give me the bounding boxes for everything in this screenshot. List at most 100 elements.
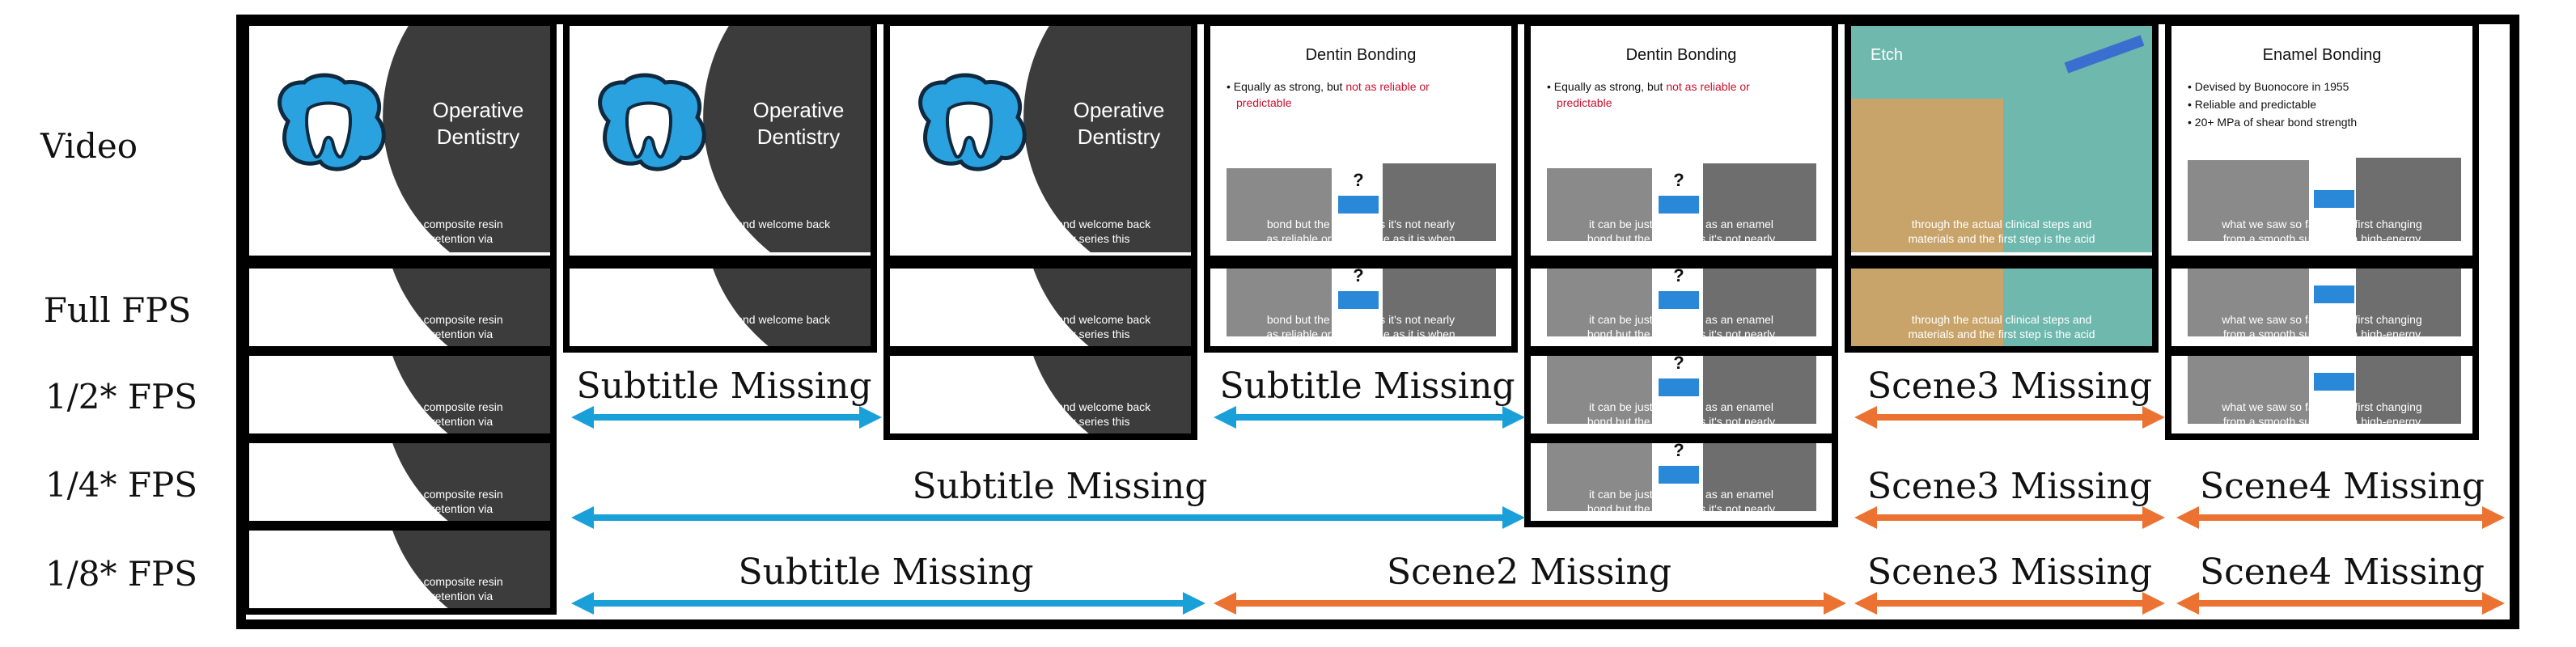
subtitle-line1: bond but the problem is it's not nearly (1267, 218, 1455, 230)
sem-image-right (1703, 354, 1816, 424)
etch-photo (1849, 267, 2003, 348)
frame-row0-col3: Dentin Bonding• Equally as strong, but n… (1209, 24, 1513, 252)
subtitle-line1: hey everyone Ryan here and welcome back (610, 313, 831, 326)
subtitle-line2: bond but the problem is it's not nearly (1587, 328, 1775, 340)
frame-border (1204, 262, 1518, 353)
slide-title: Enamel Bonding (2263, 46, 2382, 64)
arrow-head-left-icon (1854, 406, 1877, 429)
frame-border (883, 349, 1197, 440)
frame-border (243, 19, 557, 262)
subtitle-line2: from a smooth surface to a high-energy (2223, 328, 2421, 340)
row-label-quarter-fps: 1/4* FPS (45, 465, 197, 505)
row-label-half-fps: 1/2* FPS (45, 377, 197, 417)
annotation-half-scene3: Scene3 Missing (1854, 366, 2165, 429)
question-mark: ? (1353, 170, 1363, 190)
annotation-quarter-scene4: Scene4 Missing (2176, 466, 2505, 529)
arrow-shape (1659, 466, 1699, 484)
frame-border (1204, 19, 1518, 262)
slide-dark-panel (383, 24, 552, 252)
subtitle-line2: has the added benefit of retention via (307, 328, 494, 340)
sem-image-left (2188, 160, 2309, 241)
subtitle-line2: materials and the first step is the acid (1908, 232, 2095, 245)
arrow-head-left-icon (571, 506, 594, 529)
subtitle-line2: as reliable or predictable as it is when (1266, 232, 1455, 245)
slide-bullet: • Devised by Buonocore in 1955 (2188, 80, 2349, 93)
frame-row2-col6: Enamel Bonding• Devised by Buonocore in … (2170, 354, 2474, 435)
sem-image-right (1383, 267, 1496, 336)
slide-dark-panel (392, 267, 552, 348)
annotation-half-subtitle-2: Subtitle Missing (1214, 366, 1525, 429)
missing-label: Scene4 Missing (2200, 466, 2485, 507)
slide-dark-panel (392, 529, 552, 610)
subtitle-line2: as reliable or predictable as it is when (1266, 328, 1455, 340)
slide-bullet: • 20+ MPa of shear bond strength (2188, 116, 2357, 129)
arrow-head-left-icon (1854, 592, 1877, 615)
sem-image-left (1547, 267, 1652, 336)
arrow-head-left-icon (1214, 592, 1236, 615)
frame-border (563, 19, 877, 262)
row-label-full-fps: Full FPS (44, 290, 192, 330)
arrow-head-left-icon (1854, 506, 1877, 529)
slide-dark-panel (392, 354, 552, 435)
missing-label: Scene3 Missing (1867, 366, 2152, 407)
syringe-icon (2064, 35, 2145, 74)
subtitle-line1: start with composite now composite resin (296, 488, 502, 501)
arrow-head-left-icon (2176, 506, 2199, 529)
sem-image-right (2356, 267, 2461, 336)
question-mark: ? (1353, 265, 1363, 285)
arrow-shape (1338, 291, 1379, 309)
question-mark: ? (1673, 353, 1684, 373)
arrow-shape (2314, 190, 2354, 208)
arrow-head-right-icon (859, 406, 882, 429)
sem-image-right (2356, 158, 2461, 241)
subtitle-line1: hey everyone Ryan here and welcome back (930, 400, 1151, 413)
subtitle-line1: what we saw so far is that first changin… (2221, 313, 2421, 326)
arrow-head-right-icon (1502, 406, 1525, 429)
slide-bullet: • Equally as strong, but not as reliable… (1227, 80, 1430, 93)
subtitle-line2: has the added benefit of retention via (307, 232, 494, 245)
subtitle-line1: start with composite now composite resin (296, 218, 502, 230)
sem-image-left (1227, 168, 1332, 241)
arrow-shape (1338, 196, 1379, 214)
sem-image-left (1547, 168, 1652, 241)
row-label-video: Video (40, 126, 138, 166)
arrow-shape (1659, 196, 1699, 214)
tooth-brain-logo-icon (598, 73, 706, 171)
arrow-head-right-icon (2142, 406, 2165, 429)
subtitle-line2: to our operative dentistry series this (951, 232, 1130, 245)
sem-image-left (1547, 354, 1652, 424)
slide-title-line2: Dentistry (1078, 125, 1161, 149)
sem-image-right (1383, 163, 1496, 241)
arrow-shape (2314, 285, 2354, 303)
subtitle-line1: start with composite now composite resin (296, 313, 502, 326)
subtitle-line1: through the actual clinical steps and (1912, 313, 2092, 326)
subtitle-line1: start with composite now composite resin (296, 400, 502, 413)
sem-image-right (1703, 267, 1816, 336)
arrow-head-right-icon (2142, 506, 2165, 529)
frame-row3-col4: Dentin Bonding• Equally as strong, but n… (1529, 442, 1833, 522)
slide-bullet: • Reliable and predictable (2188, 98, 2316, 111)
arrow-shape (1659, 291, 1699, 309)
frame-border (243, 524, 557, 615)
slide-dark-panel (703, 24, 872, 252)
subtitle-line2: bond but the problem is it's not nearly (1587, 232, 1775, 245)
slide-bullet-continuation: predictable (1236, 96, 1292, 109)
subtitle-line2: from a smooth surface to a high-energy (2223, 232, 2421, 245)
frame-border (1524, 19, 1838, 262)
annotation-quarter-subtitle: Subtitle Missing (571, 466, 1525, 529)
arrow-head-right-icon (2482, 506, 2505, 529)
slide-title-line1: Operative (753, 98, 845, 122)
slide-dark-panel (1032, 354, 1193, 435)
missing-label: Scene3 Missing (1867, 552, 2152, 593)
sem-image-left (2188, 354, 2309, 424)
arrow-head-right-icon (1502, 506, 1525, 529)
